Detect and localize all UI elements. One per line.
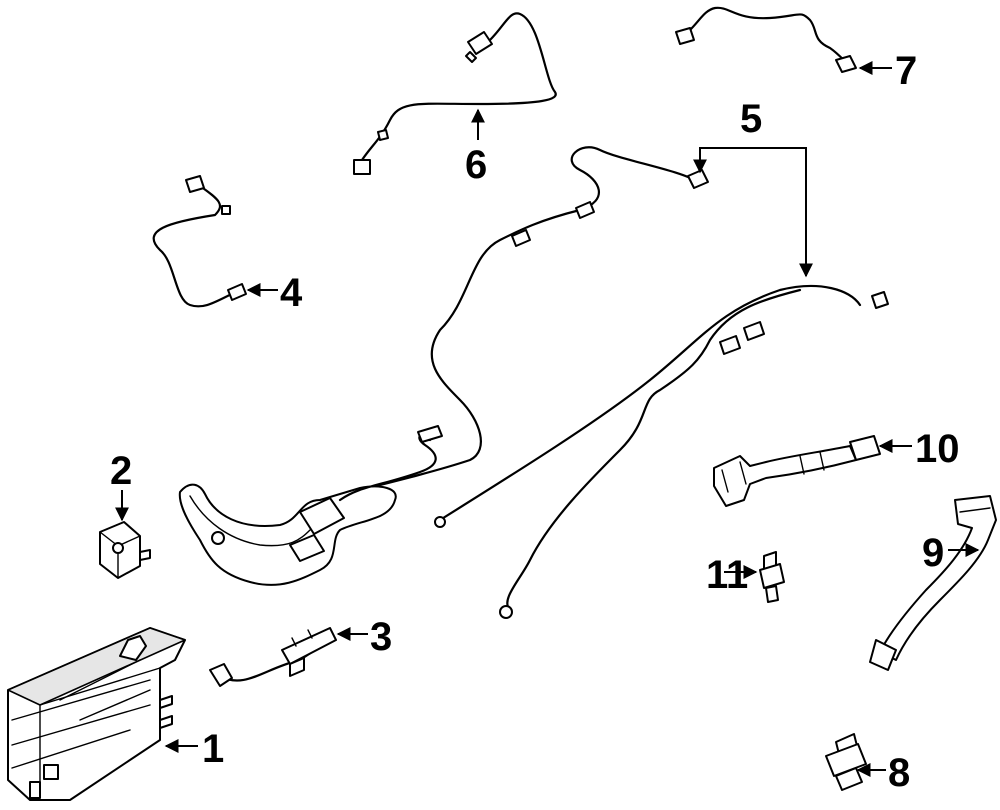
part-6-oxygen-sensor[interactable]: [353, 12, 557, 175]
callout-8: 8: [856, 751, 910, 795]
callout-5: 5: [693, 97, 813, 278]
svg-text:5: 5: [740, 97, 762, 141]
callout-1: 1: [164, 727, 224, 771]
part-1-vapor-canister[interactable]: [7, 627, 186, 801]
svg-text:10: 10: [915, 427, 960, 471]
part-11-valve[interactable]: [759, 551, 785, 603]
part-2-control-valve[interactable]: [99, 521, 151, 579]
callout-4: 4: [246, 271, 303, 315]
part-4-oxygen-sensor[interactable]: [152, 175, 247, 308]
svg-text:6: 6: [465, 143, 487, 187]
callout-9: 9: [922, 531, 980, 575]
part-3-vent-hose[interactable]: [209, 627, 337, 687]
part-7-oxygen-sensor[interactable]: [675, 6, 857, 73]
svg-text:3: 3: [370, 615, 392, 659]
svg-text:8: 8: [888, 751, 910, 795]
svg-text:1: 1: [202, 727, 224, 771]
callout-10: 10: [878, 427, 960, 471]
callout-2: 2: [110, 449, 132, 522]
part-5-vapor-line-assembly[interactable]: [178, 146, 889, 619]
svg-text:9: 9: [922, 531, 944, 575]
callout-11: 11: [706, 553, 758, 597]
svg-text:4: 4: [280, 271, 303, 315]
callout-7: 7: [858, 49, 917, 93]
part-10-hose[interactable]: [713, 435, 881, 507]
svg-text:7: 7: [895, 49, 917, 93]
callout-6: 6: [465, 108, 487, 187]
part-9-hose[interactable]: [869, 495, 997, 671]
svg-text:2: 2: [110, 449, 132, 493]
part-8-valve[interactable]: [825, 733, 867, 791]
callout-3: 3: [336, 615, 392, 659]
svg-text:11: 11: [706, 553, 748, 597]
